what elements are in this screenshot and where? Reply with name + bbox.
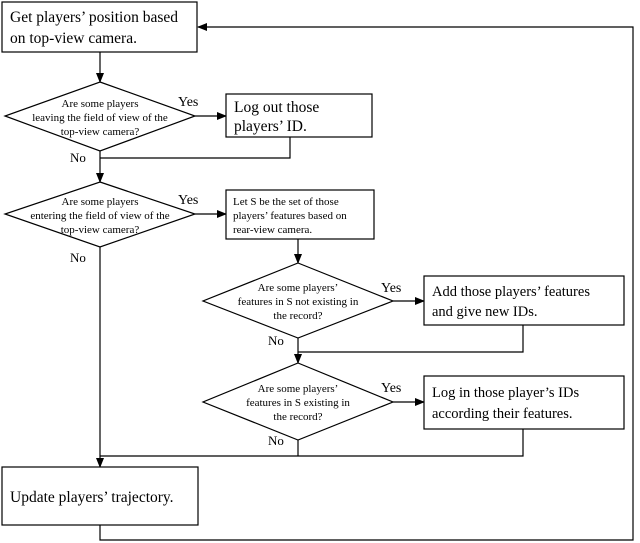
label-no-existing: No [268, 433, 284, 448]
arrow-loop-back [99, 23, 634, 541]
node-login-line-2: according their features. [432, 406, 573, 422]
node-start: Get players’ position based on top-view … [1, 1, 198, 53]
decision-not-existing: Are some players’ features in S not exis… [201, 262, 395, 339]
node-login-line-1: Log in those player’s IDs [432, 385, 579, 401]
label-yes-not-existing: Yes [381, 281, 401, 296]
label-no-entering: No [70, 250, 86, 265]
decision-entering-line-1: Are some players [62, 196, 139, 208]
decision-entering: Are some players entering the field of v… [3, 181, 197, 248]
label-yes-entering: Yes [178, 193, 198, 208]
label-yes-existing: Yes [381, 381, 401, 396]
decision-leaving-line-1: Are some players [62, 98, 139, 110]
node-let-s: Let S be the set of those players’ featu… [225, 189, 375, 240]
decision-not-existing-line-3: the record? [273, 310, 322, 322]
decision-entering-line-3: top-view camera? [61, 224, 140, 236]
decision-leaving: Are some players leaving the field of vi… [3, 81, 197, 152]
connectors [96, 23, 634, 541]
label-yes-leaving: Yes [178, 95, 198, 110]
decision-not-existing-line-1: Are some players’ [258, 282, 339, 294]
label-no-not-existing: No [268, 333, 284, 348]
node-start-line-1: Get players’ position based [10, 9, 178, 26]
node-let-s-line-1: Let S be the set of those [233, 196, 339, 208]
node-let-s-line-3: rear-view camera. [233, 224, 312, 236]
decision-not-existing-line-2: features in S not existing in [238, 296, 359, 308]
node-add-features: Add those players’ features and give new… [423, 275, 625, 326]
line-add-return [298, 325, 524, 353]
node-update-line-1: Update players’ trajectory. [10, 489, 174, 506]
node-let-s-line-2: players’ features based on [233, 210, 347, 222]
node-logout-line-1: Log out those [234, 99, 319, 116]
node-add-features-line-1: Add those players’ features [432, 284, 590, 300]
decision-existing: Are some players’ features in S existing… [201, 362, 395, 441]
node-add-features-line-2: and give new IDs. [432, 304, 538, 320]
decision-leaving-line-2: leaving the field of view of the [32, 112, 168, 124]
branch-labels: Yes No Yes No Yes No Yes No [70, 95, 401, 448]
node-login: Log in those player’s IDs according thei… [423, 375, 625, 430]
decision-leaving-line-3: top-view camera? [61, 126, 140, 138]
node-start-line-2: on top-view camera. [10, 30, 137, 47]
line-login-return [298, 429, 524, 457]
decision-existing-line-3: the record? [273, 411, 322, 423]
node-logout: Log out those players’ ID. [225, 93, 373, 138]
node-update: Update players’ trajectory. [1, 466, 199, 526]
decision-entering-line-2: entering the field of view of the [30, 210, 169, 222]
node-logout-line-2: players’ ID. [234, 118, 307, 135]
line-logout-return [100, 137, 291, 159]
label-no-leaving: No [70, 150, 86, 165]
decision-existing-line-1: Are some players’ [258, 383, 339, 395]
decision-existing-line-2: features in S existing in [246, 397, 350, 409]
